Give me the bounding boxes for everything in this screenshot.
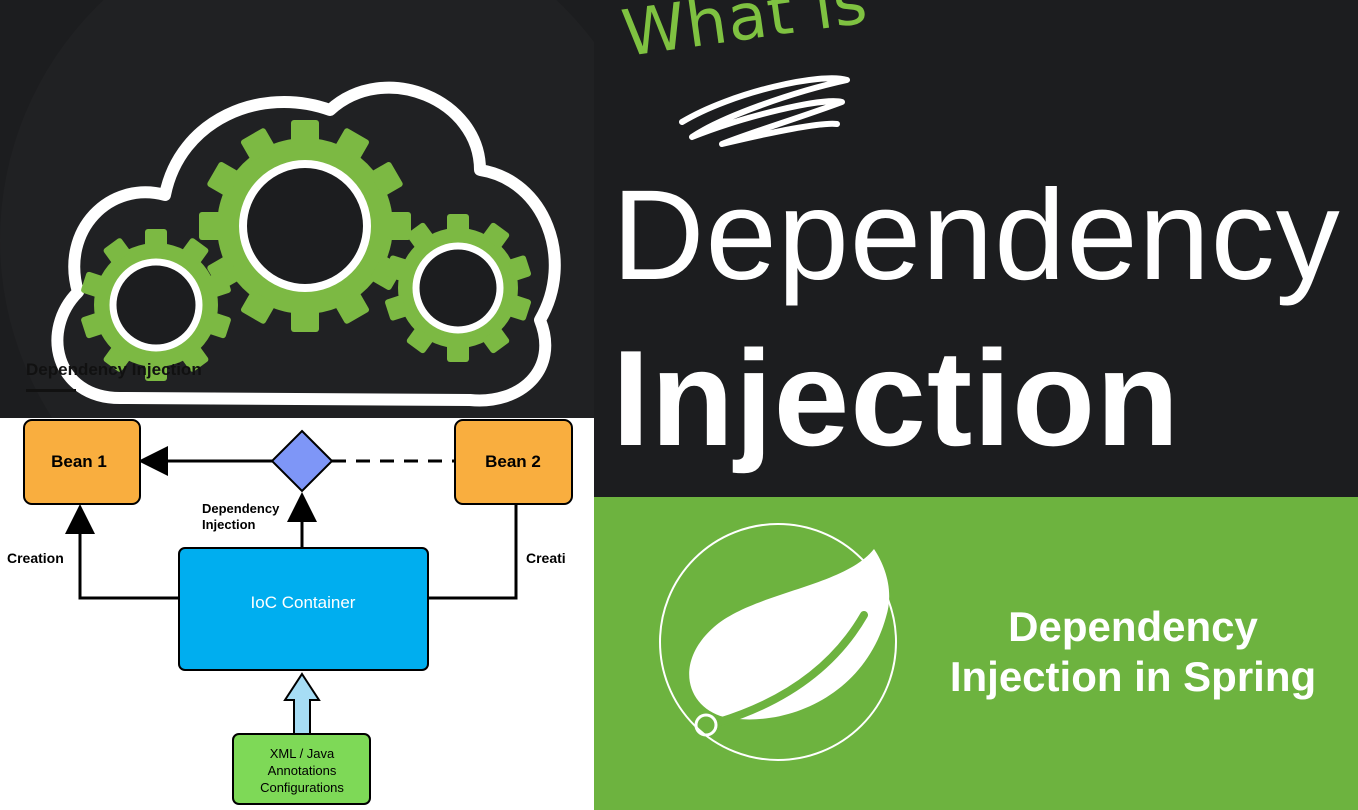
spring-caption-line2: Injection in Spring: [949, 653, 1317, 700]
config-arrow: [283, 672, 321, 735]
spring-leaf-icon: [659, 523, 897, 761]
gear-left-icon: [81, 229, 231, 381]
cloud-gears-icon: [0, 0, 594, 418]
injection-label-1: Dependency: [202, 501, 280, 516]
config-label-2: Annotations: [268, 763, 337, 778]
di-diagram-panel: Bean 1 Bean 2 IoC Container Dependency I…: [0, 418, 594, 810]
bean1-box: [23, 419, 141, 505]
creation-label-left: Creation: [7, 550, 64, 566]
cloud-gears-panel: [0, 0, 594, 418]
scribble-underline-icon: [679, 75, 850, 147]
bean2-box: [454, 419, 573, 505]
gear-right-icon: [385, 214, 531, 362]
tab-dependency-injection[interactable]: Dependency Injection: [26, 360, 202, 379]
spring-caption: Dependency Injection in Spring: [918, 602, 1348, 702]
injector-diamond: [270, 429, 334, 493]
tab-underline: [26, 389, 76, 392]
injection-label-2: Injection: [202, 517, 256, 532]
bean1-label: Bean 1: [51, 452, 107, 471]
config-label-3: Configurations: [260, 780, 344, 795]
edge-creation-left: [65, 504, 180, 600]
config-label-1: XML / Java: [270, 746, 335, 761]
spring-panel: [594, 497, 1358, 810]
title-injection: Injection: [612, 322, 1181, 474]
ioc-container-box: [178, 547, 429, 671]
spring-caption-line1: Dependency: [1008, 603, 1258, 650]
config-box: [232, 733, 371, 805]
ioc-container-label: IoC Container: [251, 593, 356, 612]
gear-large-icon: [199, 120, 411, 332]
creation-label-right: Creati: [526, 550, 566, 566]
di-diagram: Bean 1 Bean 2 IoC Container Dependency I…: [7, 419, 573, 805]
bean2-label: Bean 2: [485, 452, 541, 471]
title-dependency: Dependency: [612, 164, 1341, 307]
edge-creation-right: [428, 504, 518, 600]
title-panel: [594, 0, 1358, 497]
